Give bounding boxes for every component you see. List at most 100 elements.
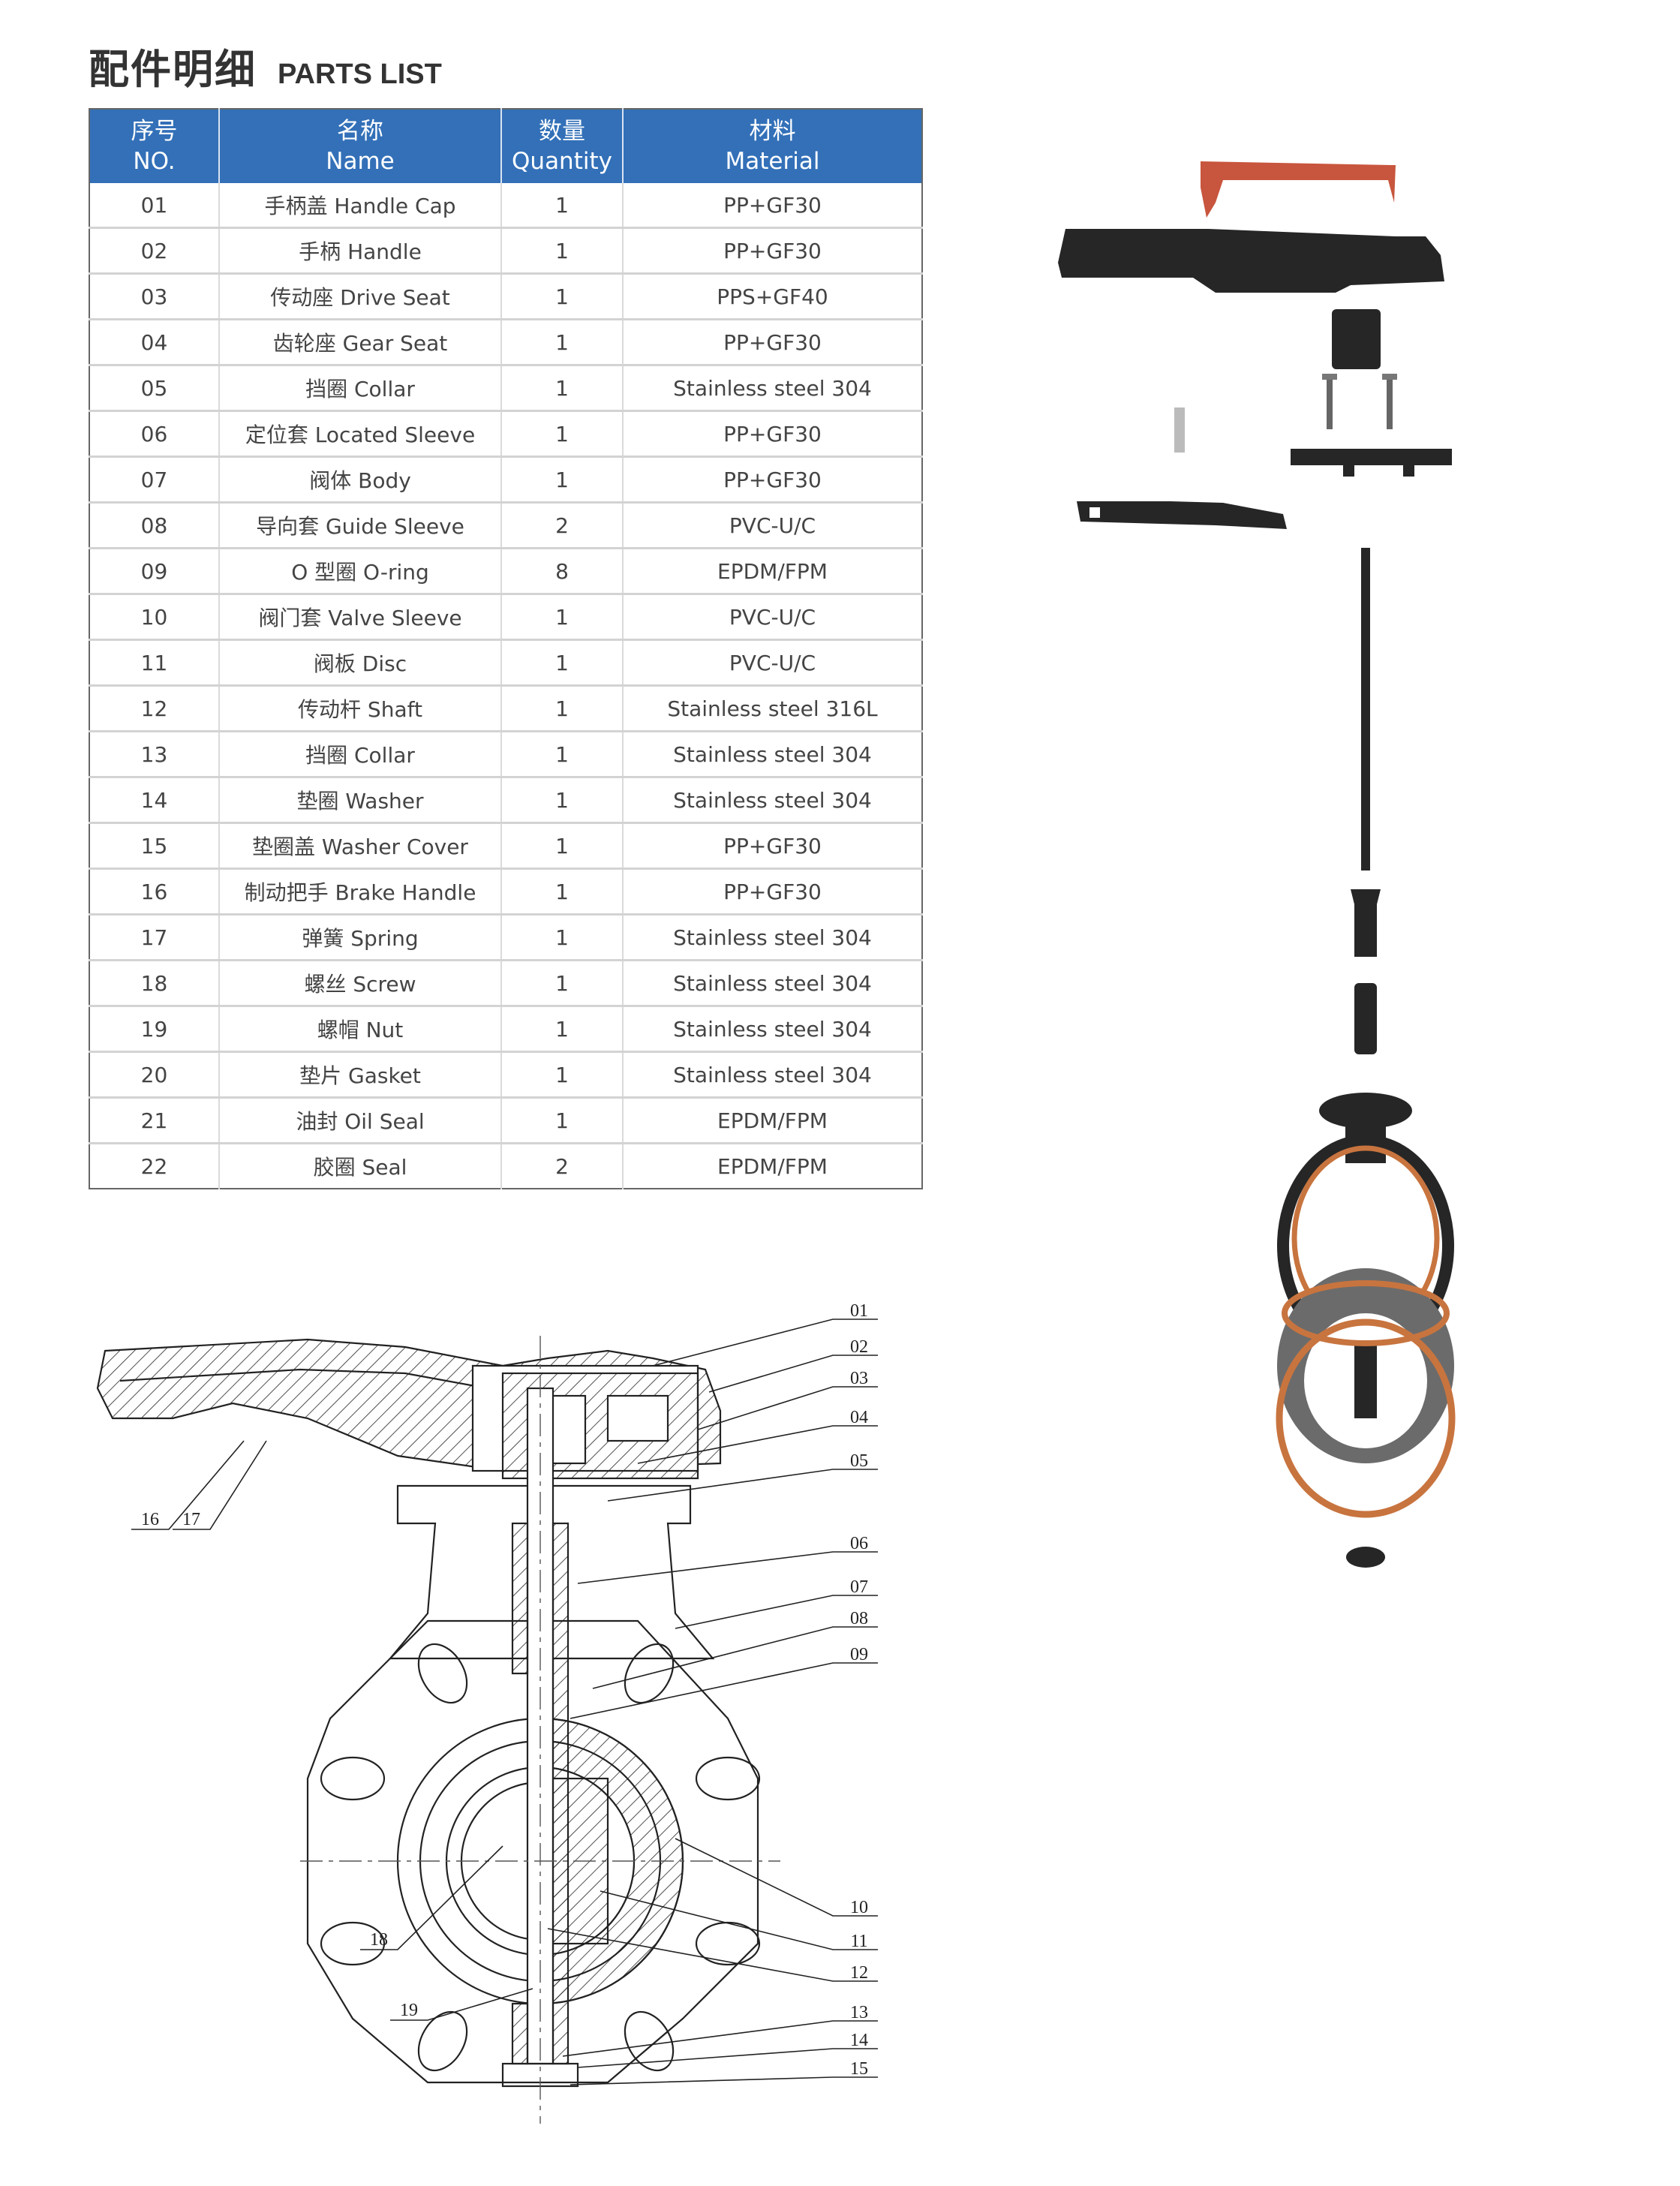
cell-name: 垫圈盖 Washer Cover: [218, 822, 501, 869]
callout-leader: [360, 1845, 503, 1950]
cell-material: EPDM/FPM: [622, 547, 922, 594]
seal-ring-front: [1276, 1319, 1456, 1518]
cell-name: 弹簧 Spring: [218, 913, 501, 961]
cell-no: 22: [89, 1142, 219, 1189]
cell-material: Stainless steel 304: [622, 776, 922, 823]
cell-quantity: 1: [500, 318, 623, 365]
callout-leader: [697, 1386, 878, 1430]
washer-cover-part: [1346, 1547, 1385, 1568]
cell-material: Stainless steel 304: [622, 1051, 922, 1098]
cell-quantity: 1: [500, 1051, 623, 1098]
cell-material: Stainless steel 304: [622, 364, 922, 411]
cell-material: EPDM/FPM: [622, 1142, 922, 1189]
cell-name: 定位套 Located Sleeve: [218, 410, 501, 457]
cell-name: 传动杆 Shaft: [218, 684, 501, 732]
callout-label: 11: [850, 1932, 867, 1951]
cell-no: 21: [89, 1096, 219, 1144]
cell-quantity: 1: [500, 684, 623, 732]
callout-label: 09: [850, 1645, 868, 1664]
page-title: 配件明细 PARTS LIST: [89, 36, 442, 95]
callout-label: 14: [850, 2031, 868, 2050]
cell-no: 02: [89, 227, 219, 274]
spring-part: [1174, 407, 1185, 453]
cell-no: 08: [89, 501, 219, 549]
header-material-cn: 材料: [749, 118, 796, 145]
cell-name: 制动把手 Brake Handle: [218, 867, 501, 915]
cell-name: 垫片 Gasket: [218, 1051, 501, 1098]
callout-label: 19: [400, 2001, 418, 2020]
cell-material: Stainless steel 304: [622, 1005, 922, 1052]
cell-quantity: 1: [500, 730, 623, 777]
cell-material: PP+GF30: [622, 183, 922, 228]
cell-quantity: 1: [500, 593, 623, 640]
callout-leader: [547, 1928, 878, 1982]
handle-part: [1058, 229, 1444, 293]
cell-quantity: 1: [500, 867, 623, 915]
callout-leader: [607, 1469, 878, 1502]
seal-ring-top: [1282, 1280, 1450, 1346]
callout-leader: [562, 2020, 878, 2057]
cell-material: PVC-U/C: [622, 593, 922, 640]
cell-no: 10: [89, 593, 219, 640]
callout-leader: [675, 1595, 878, 1629]
cell-material: PP+GF30: [622, 227, 922, 274]
screw-head-left: [1322, 374, 1337, 380]
callout-leader: [570, 1662, 878, 1719]
callout-label: 06: [850, 1534, 868, 1553]
cell-name: 阀门套 Valve Sleeve: [218, 593, 501, 640]
cell-no: 07: [89, 456, 219, 503]
cell-material: PP+GF30: [622, 867, 922, 915]
callout-label: 04: [850, 1408, 868, 1427]
cell-name: 阀体 Body: [218, 456, 501, 503]
cell-name: 螺帽 Nut: [218, 1005, 501, 1052]
callout-leader: [570, 2076, 878, 2085]
cell-quantity: 1: [500, 227, 623, 274]
screw-head-right: [1382, 374, 1397, 380]
cell-no: 09: [89, 547, 219, 594]
cell-no: 12: [89, 684, 219, 732]
header-material-en: Material: [725, 148, 820, 175]
header-name-cn: 名称: [337, 118, 383, 145]
disc-part: [1354, 1343, 1377, 1418]
guide-sleeve-lower: [1354, 983, 1377, 1054]
cell-quantity: 1: [500, 913, 623, 961]
cell-name: 手柄盖 Handle Cap: [218, 183, 501, 228]
callout-leader: [390, 1988, 533, 2021]
callout-label: 02: [850, 1337, 868, 1357]
cell-material: Stainless steel 304: [622, 730, 922, 777]
brake-handle-part: [1077, 501, 1287, 529]
cell-quantity: 1: [500, 183, 623, 228]
header-quantity-cn: 数量: [539, 118, 585, 145]
callout-label: 13: [850, 2003, 868, 2022]
cell-quantity: 2: [500, 1142, 623, 1189]
cell-no: 03: [89, 272, 219, 320]
callout-label: 18: [370, 1930, 388, 1950]
cell-quantity: 1: [500, 822, 623, 869]
cell-quantity: 1: [500, 1005, 623, 1052]
cell-no: 18: [89, 959, 219, 1006]
callout-leader: [577, 1551, 878, 1584]
cell-no: 17: [89, 913, 219, 961]
guide-sleeve-upper: [1351, 889, 1381, 957]
body-flange: [306, 1619, 759, 2084]
cell-name: 垫圈 Washer: [218, 776, 501, 823]
cell-quantity: 1: [500, 364, 623, 411]
cell-material: PP+GF30: [622, 456, 922, 503]
cell-no: 14: [89, 776, 219, 823]
cell-material: PP+GF30: [622, 822, 922, 869]
drive-seat-part: [1332, 309, 1381, 369]
